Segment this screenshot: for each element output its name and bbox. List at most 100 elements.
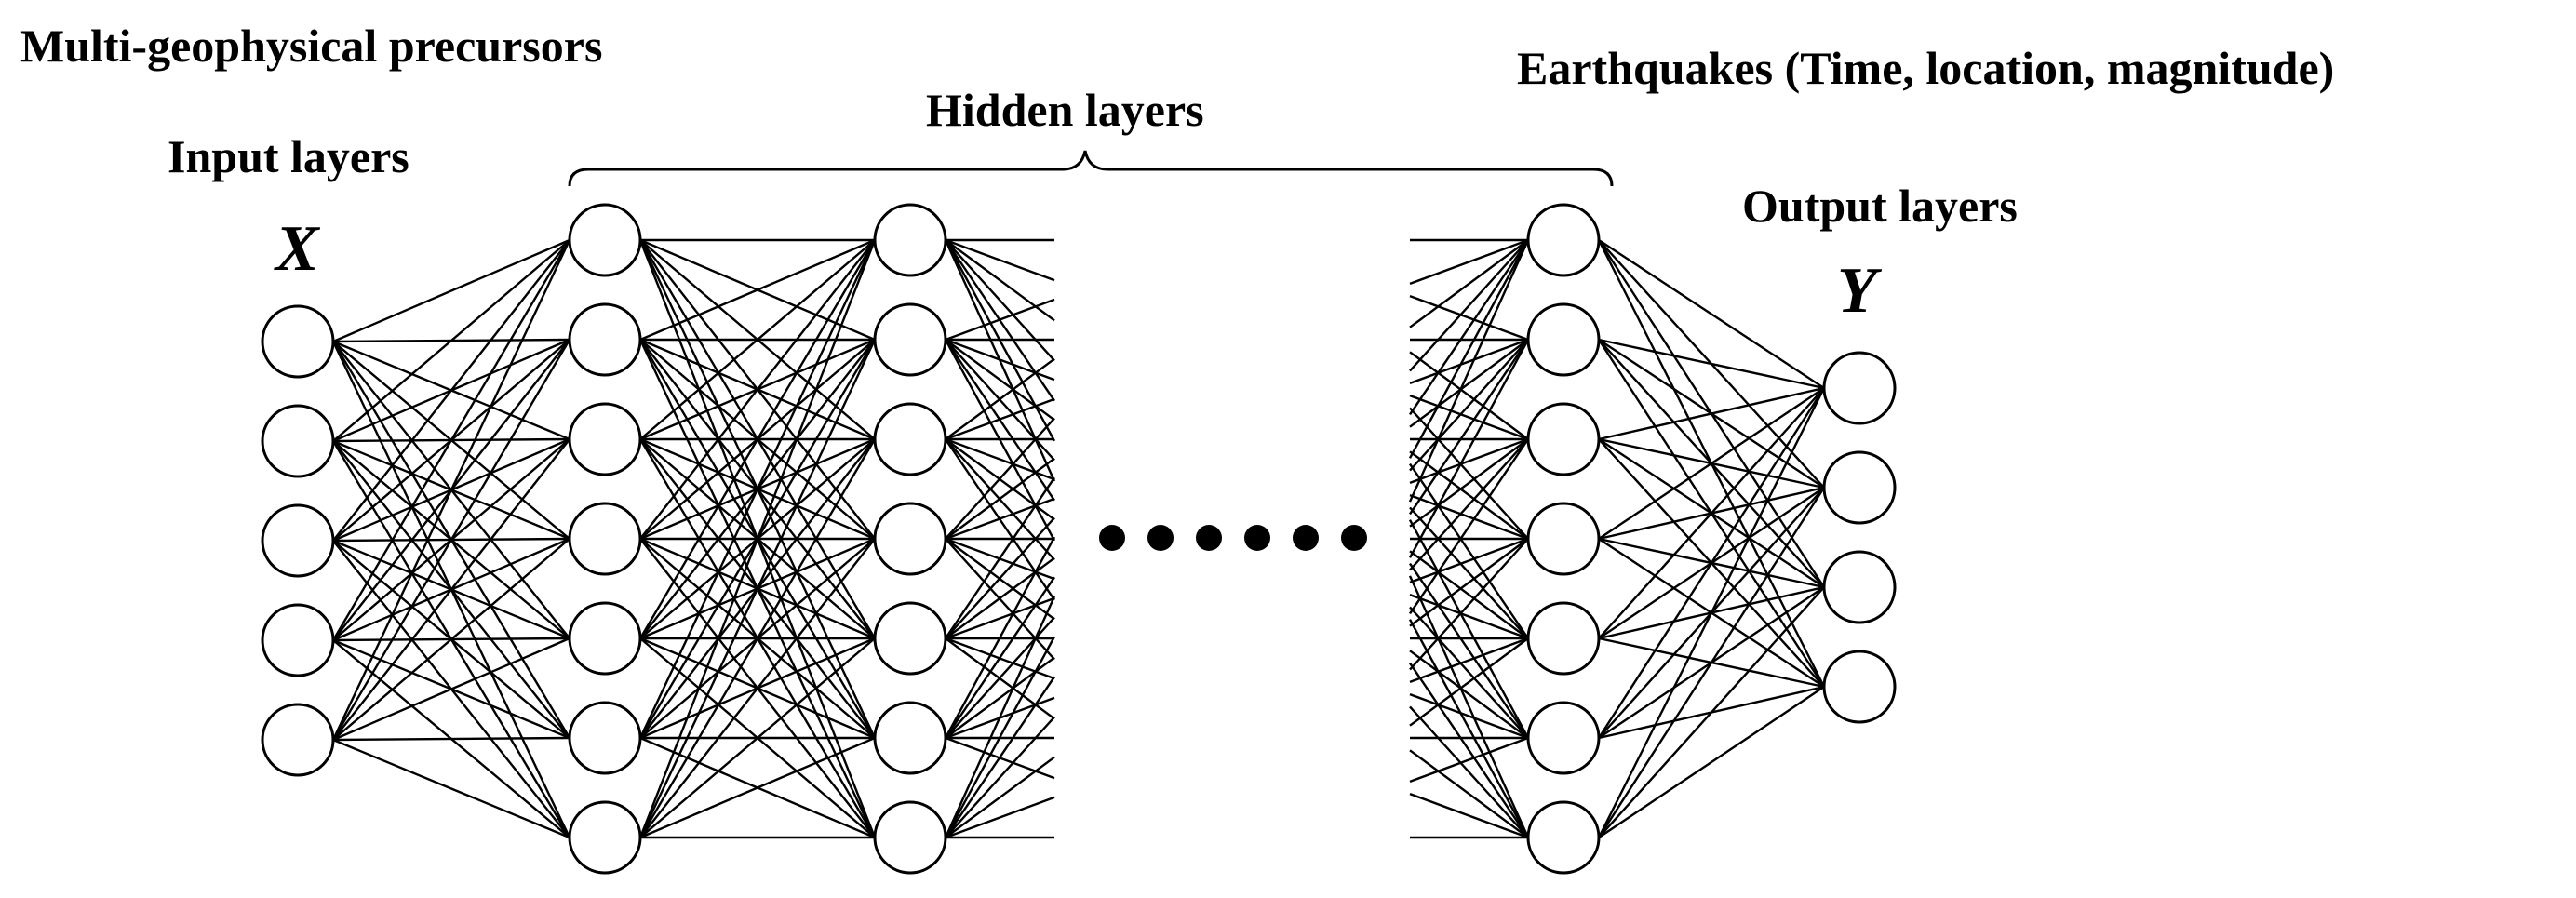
hidden-stub-edge (945, 656, 1055, 739)
hidden-stub-edge (1408, 575, 1530, 838)
hidden-hidden-edge (638, 438, 877, 838)
hidden-stub-edge (1409, 239, 1529, 328)
hidden-stub-edge (1409, 736, 1529, 783)
hidden-node (873, 203, 947, 277)
hidden-stub-edge (1408, 239, 1530, 503)
hidden-node (873, 601, 947, 676)
input-hidden-edge (332, 438, 570, 741)
hidden-output-edge (1597, 387, 1826, 739)
hidden-output-edge (1598, 686, 1825, 838)
hidden-stub-edge (945, 298, 1055, 342)
input-node (261, 304, 335, 379)
hidden-stub-edge (1409, 650, 1529, 739)
hidden-stub-edge (1409, 705, 1529, 838)
hidden-node (873, 502, 947, 576)
hidden-stub-edge (1409, 562, 1529, 739)
hidden-stub-edge (945, 457, 1055, 540)
hidden-stub-edge (1409, 438, 1529, 571)
ellipsis-dot (1293, 525, 1319, 551)
hidden-stub-edge (1409, 662, 1529, 838)
ellipsis-dot (1244, 525, 1270, 551)
input-hidden-edge (332, 738, 570, 839)
hidden-stub-edge (1409, 693, 1529, 740)
hidden-hidden-edge (639, 239, 876, 540)
earthquakes-label: Earthquakes (Time, location, magnitude) (1517, 42, 2334, 94)
hidden-output-edge (1598, 238, 1825, 390)
input-hidden-edge (332, 637, 570, 742)
hidden-output-edge (1598, 386, 1825, 441)
hidden-stub-edge (945, 516, 1055, 639)
ellipsis-dot (1341, 525, 1367, 551)
hidden-stub-edge (944, 596, 1056, 838)
hidden-node (568, 701, 642, 775)
hidden-node (873, 701, 947, 775)
hidden-node (1526, 701, 1601, 775)
input-hidden-edge (331, 239, 571, 641)
hidden-stub-edge (1409, 538, 1529, 627)
hidden-hidden-edge (639, 239, 876, 440)
hidden-hidden-edge (639, 538, 876, 838)
hidden-stub-edge (1408, 239, 1530, 459)
hidden-stub-edge (1409, 438, 1529, 615)
hidden-stub-edge (944, 636, 1056, 838)
hidden-stub-edge (945, 756, 1055, 838)
hidden-stub-edge (945, 556, 1055, 639)
hidden-node (1526, 601, 1601, 676)
hidden-stub-edge (1409, 295, 1529, 342)
hidden-hidden-edge (638, 239, 877, 639)
hidden-stub-edge (945, 357, 1055, 440)
hidden-output-edge (1598, 338, 1825, 390)
hidden-stub-edge (1409, 462, 1529, 639)
hidden-stub-edge (1409, 239, 1529, 372)
hidden-stub-edge (945, 676, 1055, 838)
hidden-stub-edge (1409, 637, 1529, 727)
hidden-stub-edge (1409, 351, 1529, 440)
hidden-stub-edge (1408, 519, 1530, 739)
hidden-stub-edge (1409, 537, 1529, 583)
hidden-output-edge (1597, 387, 1826, 838)
hidden-stub-edge (1409, 637, 1529, 683)
hidden-stub-edge (1409, 538, 1529, 671)
hidden-hidden-edge (639, 736, 876, 839)
ellipsis-dot (1196, 525, 1222, 551)
hidden-stub-edge (945, 239, 1055, 322)
hidden-output-edge (1598, 387, 1825, 540)
hidden-hidden-edge (638, 239, 877, 739)
input-layers-label: Input layers (168, 130, 409, 182)
hidden-node (568, 800, 642, 875)
hidden-node (873, 402, 947, 476)
input-node (261, 404, 335, 478)
hidden-hidden-edge (639, 637, 876, 838)
hidden-output-edge (1598, 586, 1825, 838)
hidden-node (873, 302, 947, 377)
hidden-node (568, 302, 642, 377)
hidden-node (873, 800, 947, 875)
output-node (1822, 450, 1897, 525)
hidden-output-edge (1597, 487, 1826, 838)
output-layers-label: Output layers (1742, 180, 2018, 232)
ellipsis-dot (1147, 525, 1174, 551)
hidden-stub-edge (945, 417, 1055, 540)
input-hidden-edge (332, 239, 570, 542)
input-hidden-edge (332, 239, 570, 442)
hidden-stub-edge (1409, 239, 1529, 416)
hidden-node (568, 203, 642, 277)
output-node (1822, 550, 1897, 624)
input-hidden-edge (331, 239, 571, 741)
input-hidden-edge (332, 538, 570, 741)
hidden-stub-edge (1409, 407, 1529, 540)
hidden-node (1526, 800, 1601, 875)
input-hidden-edge (332, 736, 570, 742)
hidden-stub-edge (1408, 619, 1530, 838)
hidden-node (1526, 402, 1601, 476)
input-node (261, 603, 335, 677)
hidden-hidden-edge (639, 238, 876, 342)
hidden-node (1526, 302, 1601, 377)
hidden-stub-edge (945, 397, 1055, 441)
hidden-stub-edge (945, 716, 1055, 838)
hidden-stub-edge (944, 536, 1056, 739)
hidden-hidden-edge (638, 239, 877, 838)
hidden-stub-edge (1409, 793, 1529, 839)
hidden-stub-edge (1409, 506, 1529, 639)
hidden-stub-edge (1409, 494, 1529, 541)
